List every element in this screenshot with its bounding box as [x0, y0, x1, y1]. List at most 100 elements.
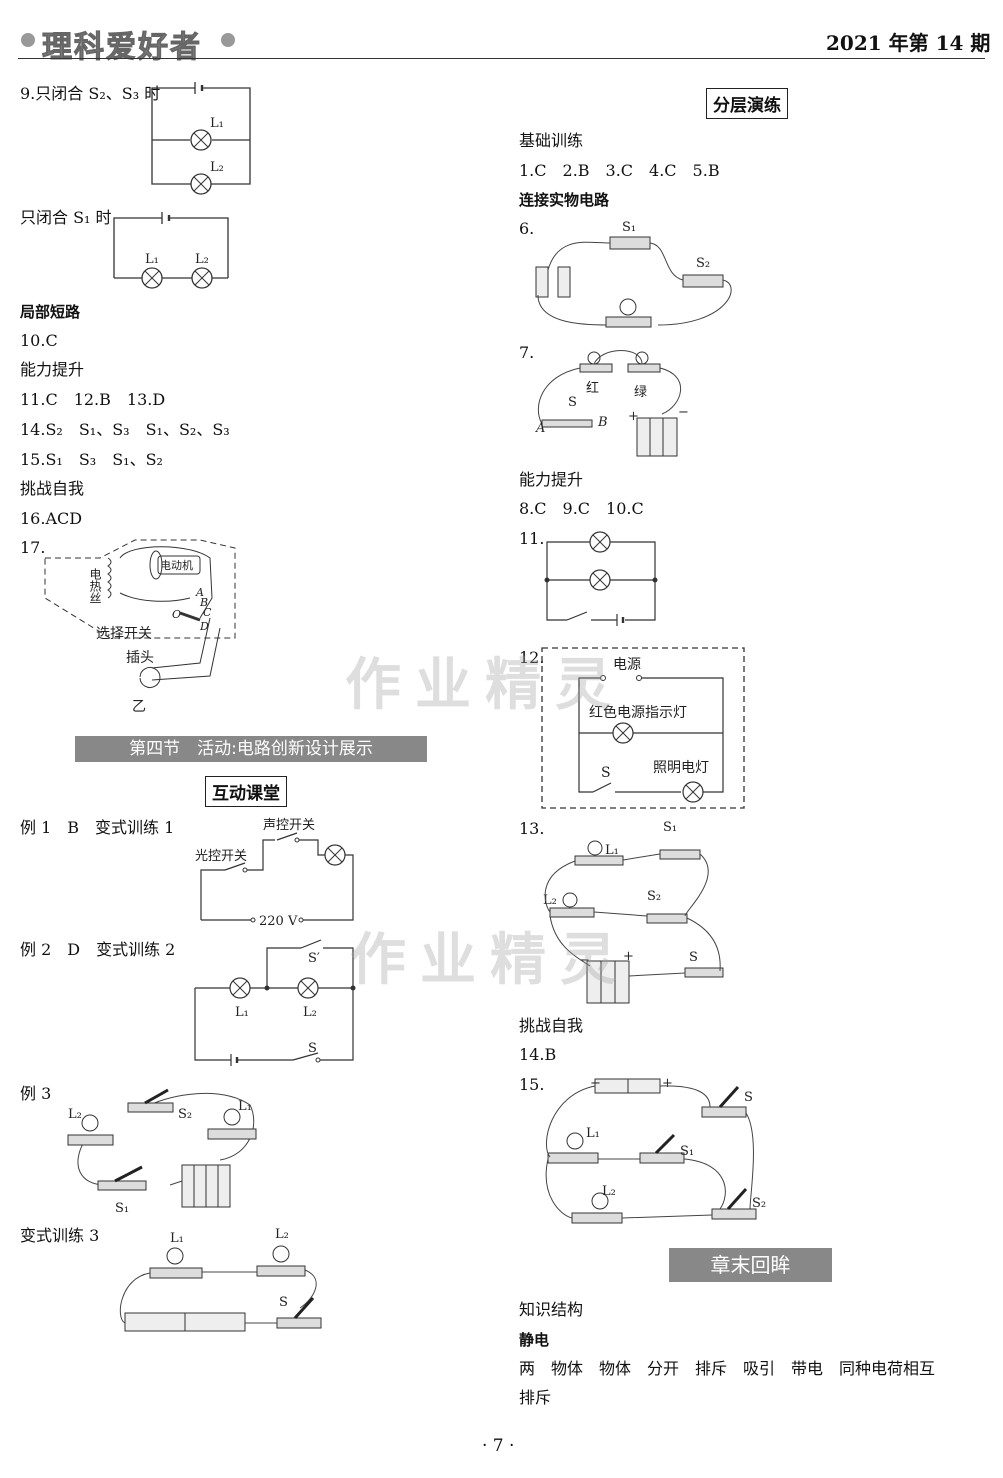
svg-text:+: +	[662, 1076, 673, 1091]
svg-text:−: −	[579, 953, 590, 968]
svg-text:照明电灯: 照明电灯	[653, 760, 709, 776]
svg-text:L₁: L₁	[145, 252, 159, 267]
logo: 理科爱好者	[18, 22, 238, 66]
svg-text:B: B	[199, 596, 208, 609]
svg-text:S₁: S₁	[663, 820, 677, 835]
svg-text:L₂: L₂	[303, 1005, 317, 1020]
svg-text:声控开关: 声控开关	[263, 818, 315, 833]
svg-text:L₁: L₁	[605, 843, 619, 858]
q9-label-a: 9.只闭合 S₂、S₃ 时	[20, 84, 161, 103]
example-1: 例 1 B 变式训练 1	[20, 818, 175, 837]
watermark-text-2: 作业精灵	[350, 928, 630, 993]
header-rule	[18, 58, 985, 59]
section-ability-right: 能力提升	[519, 470, 584, 489]
answer-14-right: 14.B	[519, 1045, 557, 1064]
svg-text:+: +	[623, 949, 634, 964]
motor-label: 电动机	[160, 558, 193, 572]
svg-text:电源: 电源	[613, 657, 641, 673]
box-interactive-class: 互动课堂	[205, 776, 287, 807]
heater-label: 电热丝	[88, 568, 102, 604]
answer-13-right: 13.	[519, 819, 545, 838]
static-answers-line2: 排斥	[519, 1388, 552, 1407]
svg-text:光控开关: 光控开关	[195, 849, 247, 864]
variant-3: 变式训练 3	[20, 1226, 100, 1245]
q9-label-b: 只闭合 S₁ 时	[20, 208, 112, 227]
svg-text:S: S	[279, 1295, 288, 1310]
example-2: 例 2 D 变式训练 2	[20, 940, 176, 959]
svg-text:S₂: S₂	[696, 256, 710, 271]
watermark-text-1: 作业精灵	[345, 653, 625, 718]
figure-17-caption: 乙	[132, 699, 146, 715]
svg-text:S′: S′	[308, 951, 320, 966]
svg-text:L₂: L₂	[68, 1107, 82, 1122]
svg-text:L₁: L₁	[210, 116, 224, 131]
svg-text:S₂: S₂	[752, 1196, 766, 1211]
answer-11-13: 11.C 12.B 13.D	[20, 390, 166, 409]
svg-text:L₁: L₁	[170, 1231, 184, 1246]
answer-11-right: 11.	[519, 529, 545, 548]
physical-circuit-15: −+ S L₁ S₁ L₂ S₂	[545, 1076, 766, 1224]
logo-text: 理科爱好者	[42, 30, 202, 66]
example-3: 例 3	[20, 1084, 52, 1103]
svg-text:L₂: L₂	[195, 252, 209, 267]
answer-1-5: 1.C 2.B 3.C 4.C 5.B	[519, 161, 720, 180]
answer-15-right: 15.	[519, 1075, 545, 1094]
section-challenge-right: 挑战自我	[519, 1016, 584, 1035]
svg-text:L₁: L₁	[235, 1005, 249, 1020]
svg-text:220 V: 220 V	[259, 914, 298, 929]
svg-text:−: −	[678, 405, 689, 420]
svg-text:C: C	[203, 606, 212, 619]
circuit-q9-series: L₁ L₂	[113, 212, 229, 289]
svg-text:S₁: S₁	[622, 220, 636, 235]
physical-circuit-variant-3: L₁ L₂ S	[119, 1227, 322, 1332]
svg-text:S: S	[744, 1090, 753, 1105]
section-ability-left: 能力提升	[20, 360, 85, 379]
svg-text:S₁: S₁	[680, 1144, 694, 1159]
circuit-11	[544, 531, 658, 626]
static-answers-line1: 两 物体 物体 分开 排斥 吸引 带电 同种电荷相互	[519, 1359, 936, 1378]
section-banner-left: 第四节 活动:电路创新设计展示	[75, 736, 427, 762]
switch-label: 选择开关	[96, 626, 152, 642]
svg-text:红色电源指示灯: 红色电源指示灯	[589, 704, 687, 721]
svg-text:B: B	[597, 415, 608, 430]
section-knowledge: 知识结构	[519, 1300, 584, 1319]
svg-text:红: 红	[586, 380, 599, 396]
physical-circuit-6: S₁ S₂	[535, 220, 732, 328]
circuit-example-1: 声控开关 光控开关 220 V	[195, 818, 354, 929]
answer-6: 6.	[519, 219, 535, 238]
box-layered-practice: 分层演练	[706, 88, 788, 119]
svg-text:L₁: L₁	[238, 1099, 252, 1114]
section-static: 静电	[519, 1331, 550, 1349]
answer-10: 10.C	[20, 331, 58, 350]
answer-14: 14.S₂ S₁、S₃ S₁、S₂、S₃	[20, 420, 230, 439]
physical-circuit-example-3: L₂ S₂ L₁ S₁	[67, 1088, 257, 1216]
section-banner-right: 章末回眸	[669, 1248, 832, 1282]
svg-text:D: D	[199, 620, 209, 633]
svg-text:S₂: S₂	[178, 1107, 192, 1122]
svg-text:S: S	[689, 950, 698, 965]
circuit-12: 电源 红色电源指示灯 S 照明电灯	[541, 647, 745, 809]
plug-label: 插头	[126, 650, 154, 666]
svg-text:+: +	[628, 409, 639, 424]
physical-circuit-13: L₁ S₁ L₂ S₂ S −+	[543, 820, 724, 1004]
answer-7: 7.	[519, 343, 535, 362]
section-challenge-left: 挑战自我	[20, 479, 85, 498]
svg-text:S₁: S₁	[115, 1201, 129, 1216]
figure-17-hairdryer: 电热丝 电动机 A B C D O 选择开关 插头 乙	[44, 539, 236, 715]
svg-text:A: A	[195, 586, 204, 599]
answer-8-10: 8.C 9.C 10.C	[519, 499, 644, 518]
section-connect: 连接实物电路	[519, 191, 610, 209]
answer-12-right: 12.	[519, 648, 545, 667]
svg-text:L₂: L₂	[602, 1184, 616, 1199]
svg-text:S: S	[601, 765, 611, 781]
page-number: · 7 ·	[482, 1436, 515, 1456]
svg-text:绿: 绿	[634, 385, 647, 400]
section-local-short: 局部短路	[20, 303, 81, 321]
issue-number: 2021 年第 14 期	[826, 31, 991, 55]
section-basic: 基础训练	[519, 131, 584, 150]
svg-text:L₂: L₂	[275, 1227, 289, 1242]
svg-text:S: S	[568, 395, 577, 410]
svg-text:L₂: L₂	[210, 160, 224, 175]
svg-text:−: −	[590, 1076, 601, 1091]
logo-ornament	[21, 33, 235, 47]
